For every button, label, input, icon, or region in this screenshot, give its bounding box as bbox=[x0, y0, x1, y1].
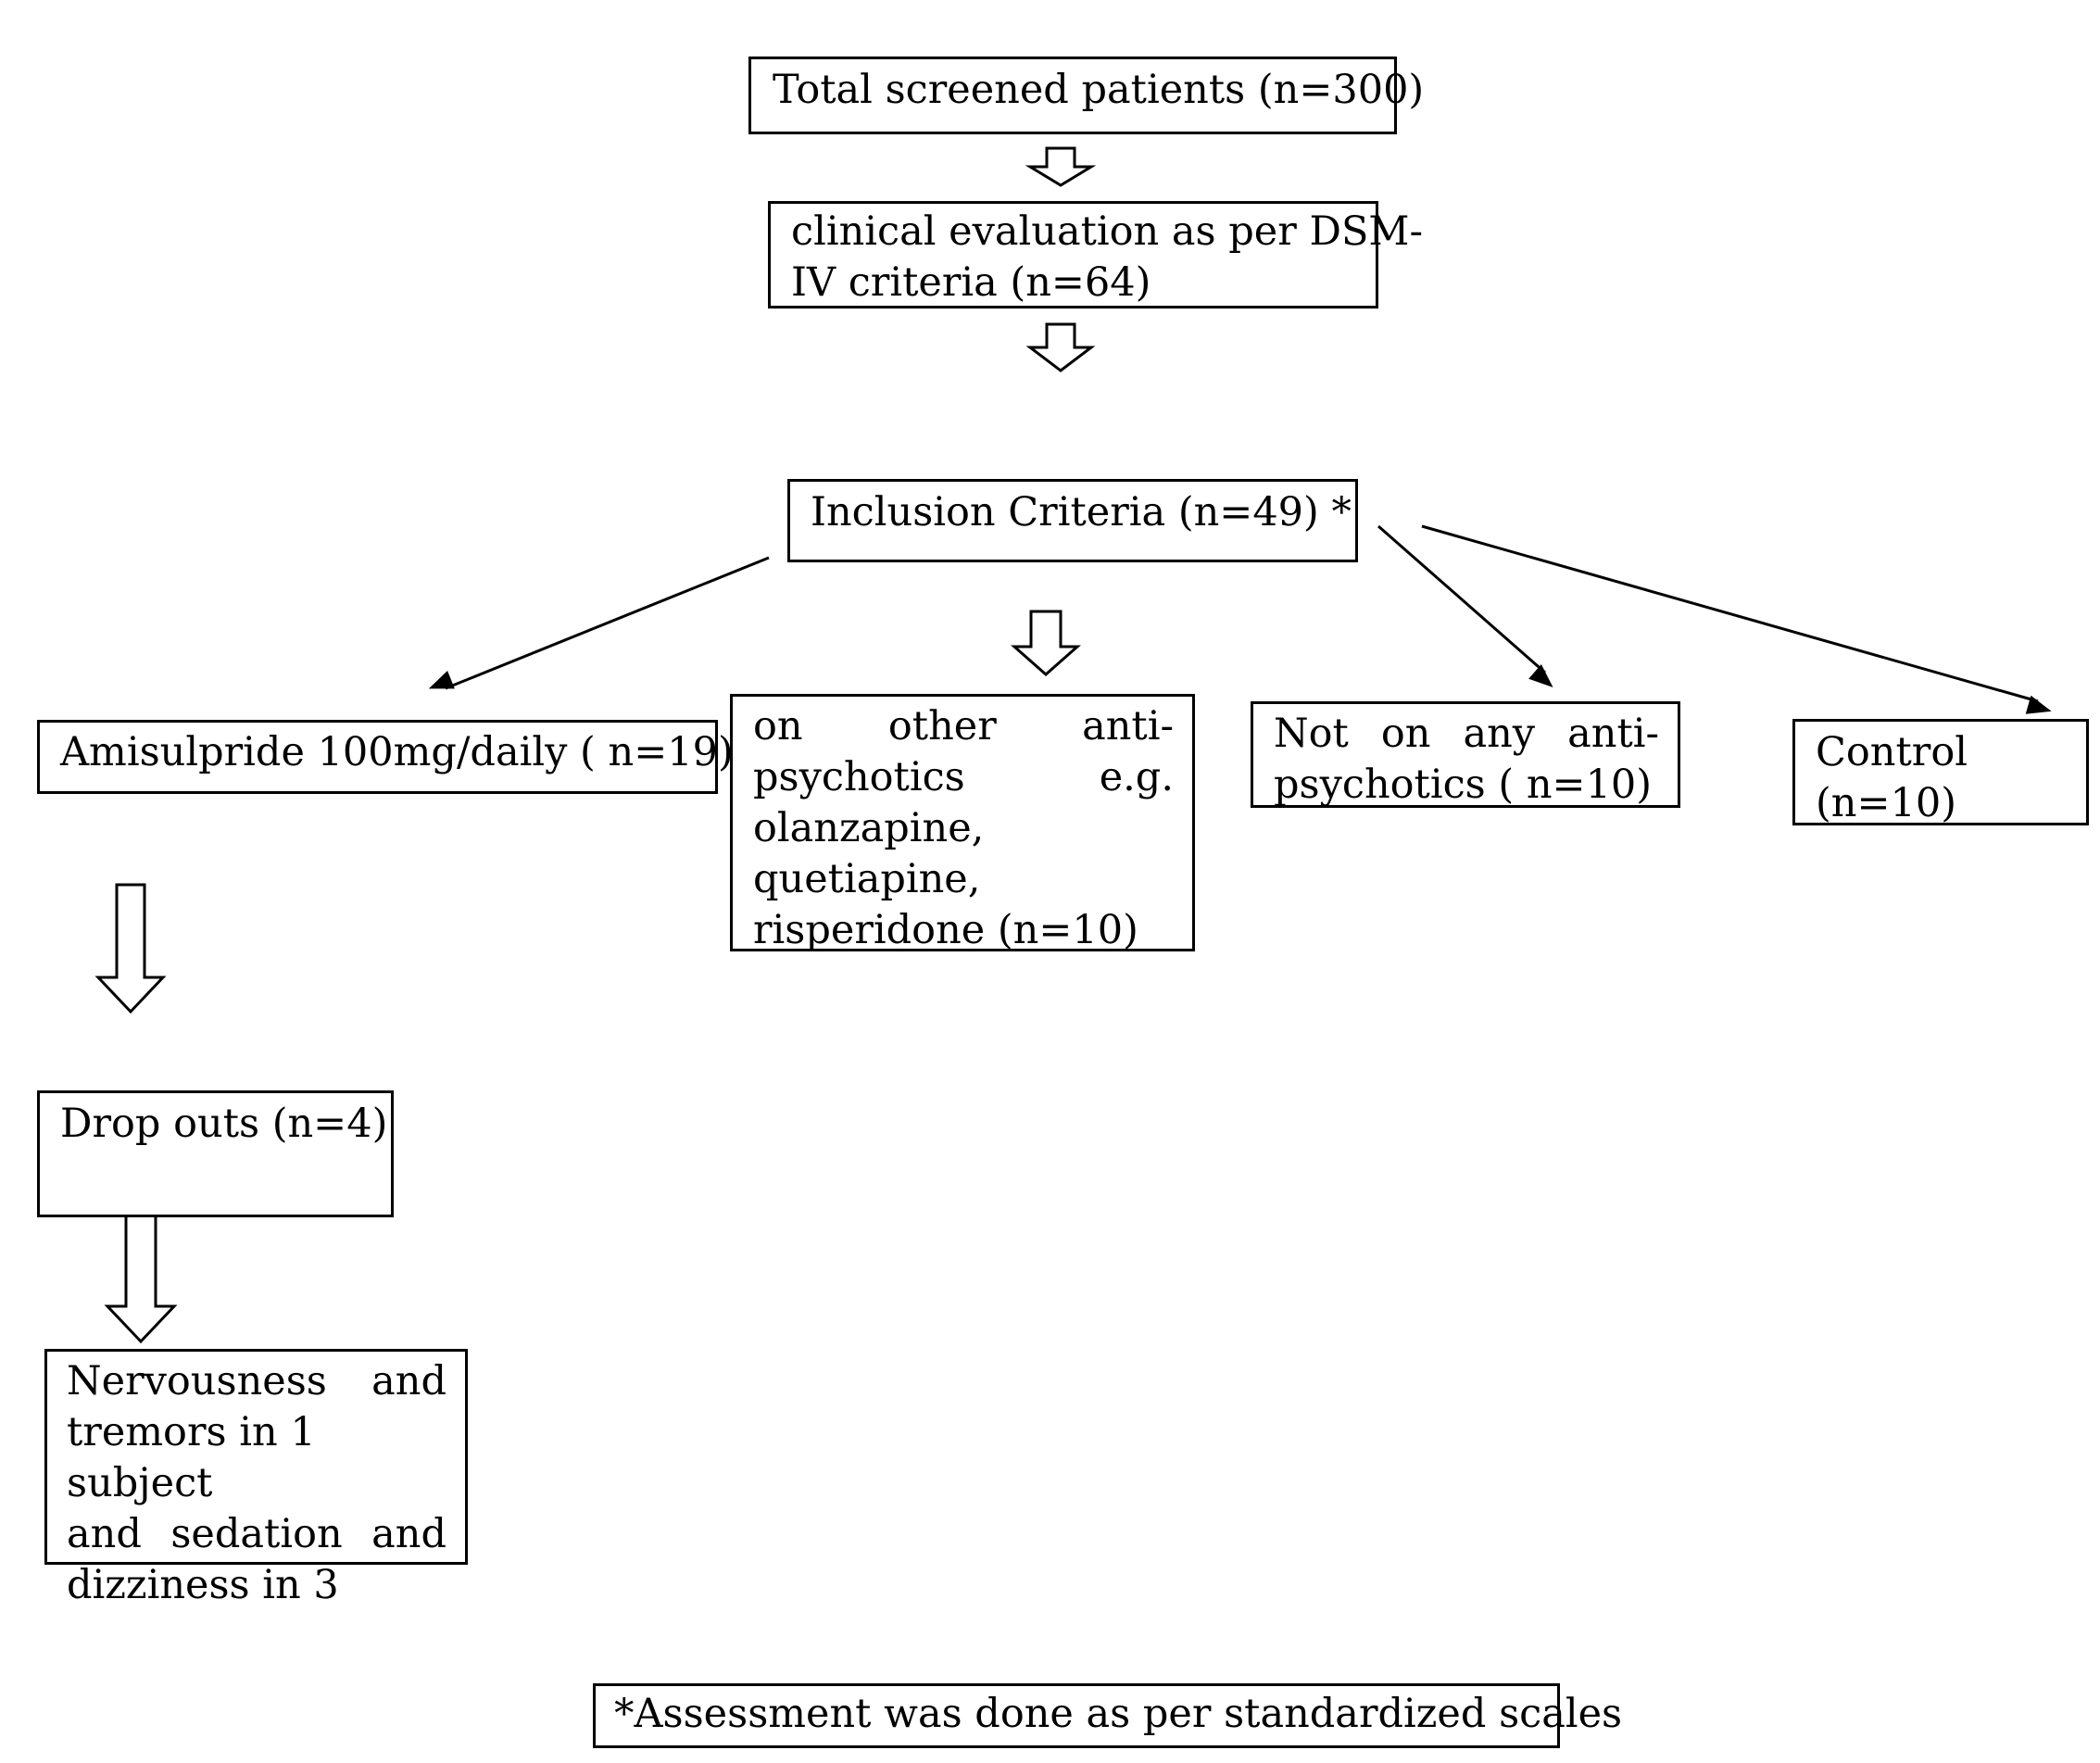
hollow-arrow-total-to-clinical bbox=[1025, 146, 1097, 187]
hollow-arrow-inclusion-to-other bbox=[1011, 610, 1081, 677]
amisulpride-label: Amisulpride 100mg/daily ( n=19) bbox=[60, 729, 734, 775]
clinical-evaluation-line-2: IV criteria (n=64) bbox=[791, 259, 1151, 306]
footnote-text: *Assessment was done as per standardized… bbox=[614, 1691, 1623, 1737]
arrow-inclusion-to-amisulpride bbox=[428, 556, 770, 690]
control-line-1: Control bbox=[1816, 729, 1968, 775]
inclusion-criteria-label: Inclusion Criteria (n=49) * bbox=[811, 489, 1352, 535]
side-effects-line-3: and sedation and bbox=[67, 1511, 447, 1557]
side-effects-line-2: tremors in 1 subject bbox=[67, 1409, 316, 1506]
clinical-evaluation-box: clinical evaluation as per DSM- IV crite… bbox=[768, 201, 1423, 309]
other-antipsychotics-line-3: olanzapine, bbox=[753, 805, 985, 851]
other-antipsychotics-line-1: on other anti- bbox=[753, 703, 1174, 749]
arrow-inclusion-to-control bbox=[1421, 524, 2052, 714]
other-antipsychotics-line-2: psychotics e.g. bbox=[753, 754, 1174, 800]
dropouts-box: Drop outs (n=4) bbox=[37, 1090, 394, 1217]
footnote-box: *Assessment was done as per standardized… bbox=[593, 1683, 1623, 1748]
other-antipsychotics-line-5: risperidone (n=10) bbox=[753, 907, 1138, 953]
hollow-arrow-amisulpride-to-dropouts bbox=[94, 883, 167, 1014]
not-on-any-antipsychotics-box: Not on any anti- psychotics ( n=10) bbox=[1251, 701, 1680, 808]
total-screened-box: Total screened patients (n=300) bbox=[748, 57, 1425, 134]
inclusion-criteria-box: Inclusion Criteria (n=49) * bbox=[787, 479, 1358, 562]
not-on-any-line-2: psychotics ( n=10) bbox=[1274, 762, 1653, 808]
not-on-any-line-1: Not on any anti- bbox=[1274, 711, 1660, 757]
control-box: Control (n=10) bbox=[1792, 719, 2089, 826]
total-screened-label: Total screened patients (n=300) bbox=[773, 67, 1425, 113]
dropouts-label: Drop outs (n=4) bbox=[60, 1101, 388, 1147]
control-line-2: (n=10) bbox=[1816, 780, 1956, 826]
side-effects-line-4: dizziness in 3 bbox=[67, 1562, 339, 1608]
other-antipsychotics-line-4: quetiapine, bbox=[753, 856, 981, 902]
amisulpride-box: Amisulpride 100mg/daily ( n=19) bbox=[37, 720, 734, 794]
side-effects-box: Nervousness and tremors in 1 subject and… bbox=[44, 1349, 468, 1608]
hollow-arrow-dropouts-to-side-effects bbox=[104, 1214, 178, 1344]
clinical-evaluation-line-1: clinical evaluation as per DSM- bbox=[791, 208, 1423, 255]
side-effects-line-1: Nervousness and bbox=[67, 1358, 446, 1404]
hollow-arrow-clinical-to-inclusion bbox=[1025, 322, 1096, 372]
other-antipsychotics-box: on other anti- psychotics e.g. olanzapin… bbox=[730, 694, 1195, 953]
arrow-inclusion-to-not-on-any bbox=[1377, 524, 1553, 688]
